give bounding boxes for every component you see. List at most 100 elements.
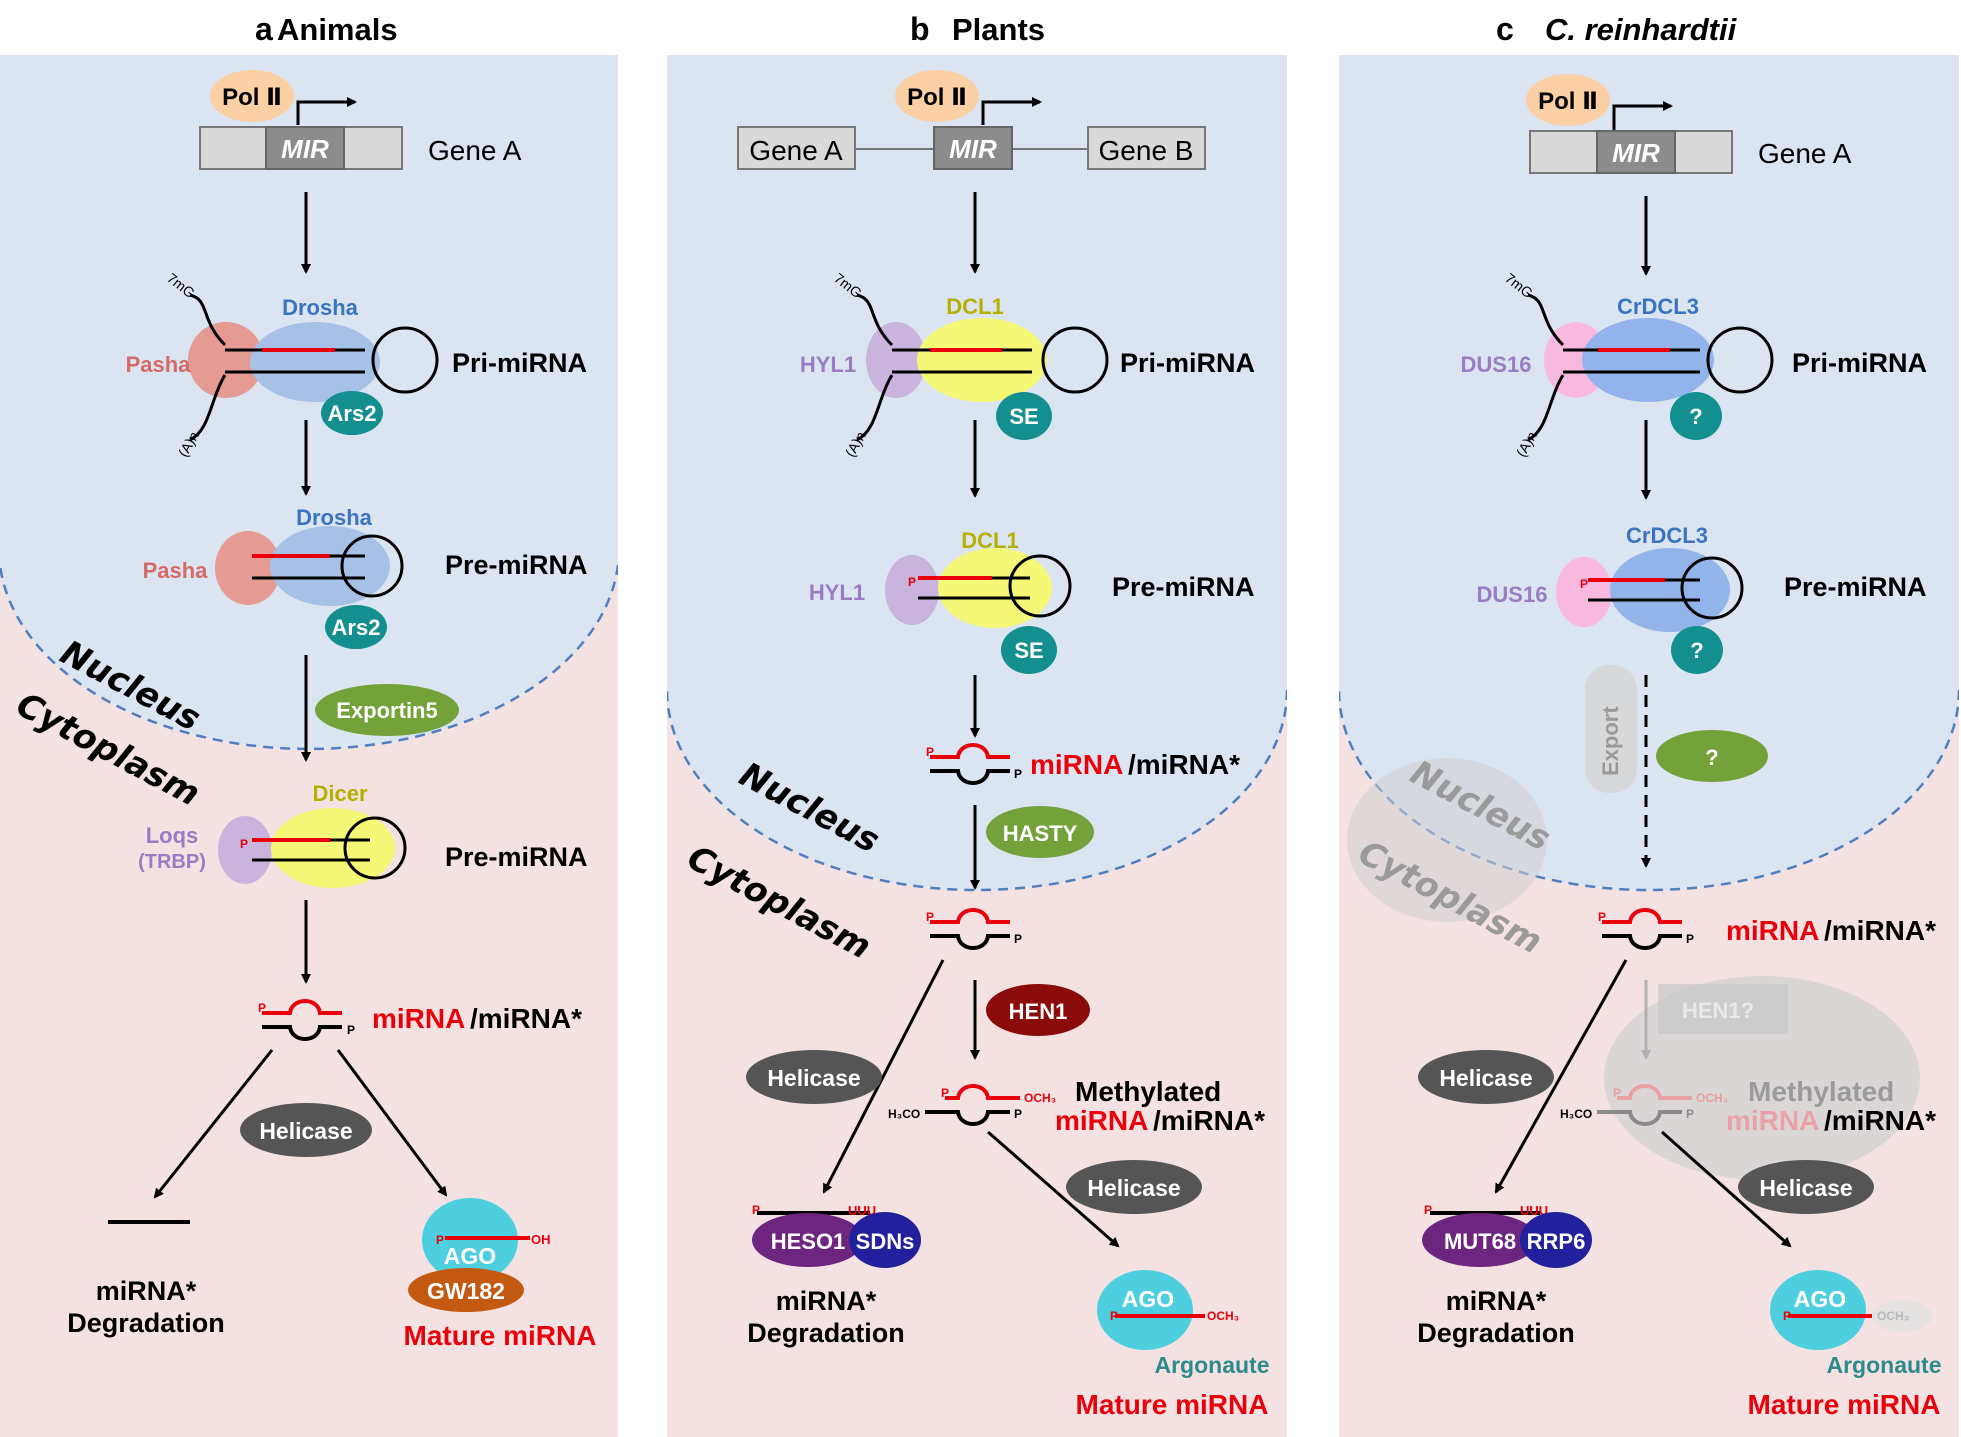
methylated-duplex: OCH₃ H₃CO P P Methylated miRNA /miRNA* — [1560, 1076, 1936, 1136]
phosphate-label: P — [1110, 1309, 1118, 1323]
argonaute-label: Argonaute — [1155, 1352, 1270, 1378]
phosphate-label: P — [1783, 1309, 1791, 1323]
ago-complex: P OH AGO GW182 Mature miRNA — [404, 1198, 597, 1351]
hasty-label: HASTY — [1003, 821, 1078, 846]
phosphate-label: P — [752, 1203, 760, 1217]
gene-b-box — [1087, 126, 1206, 170]
methylated-mirna-label: miRNA — [1055, 1105, 1148, 1136]
cyto-pre-mirna-label: Pre-miRNA — [445, 842, 588, 872]
helicase-left-label: Helicase — [1439, 1065, 1532, 1091]
panel-title: C. reinhardtii — [1545, 12, 1738, 47]
gene-a-label: Gene A — [428, 135, 522, 166]
arrow-to-degradation — [1494, 959, 1628, 1194]
methylated-label: Methylated — [1748, 1076, 1894, 1107]
pre-mirna-label: Pre-miRNA — [1784, 572, 1927, 602]
phosphate-label: P — [1613, 1086, 1621, 1100]
exportin5-ellipse — [315, 684, 459, 736]
cyto-duplex: P P — [926, 908, 1022, 950]
nuclear-duplex: P P miRNA /miRNA* — [926, 743, 1240, 785]
se-label: SE — [1014, 638, 1043, 663]
pri-mirna-label: Pri-miRNA — [452, 348, 587, 378]
mir-box — [1596, 130, 1676, 174]
heso1-complex: P UUU HESO1 SDNs miRNA* Degradation — [747, 1203, 921, 1348]
panel-letter: a — [255, 11, 273, 47]
pre-mirna-complex: P SE DCL1 HYL1 Pre-miRNA — [809, 528, 1255, 674]
exportin5-label: Exportin5 — [336, 698, 437, 723]
ago-label: AGO — [444, 1243, 496, 1269]
unknown-cofactor-label: ? — [1690, 638, 1703, 663]
nuclear-membrane — [667, 689, 1287, 892]
h3co-label: H₃CO — [888, 1107, 920, 1121]
phosphate-label: P — [1686, 932, 1694, 946]
mir-box — [933, 126, 1013, 170]
phosphate-label: P — [1424, 1203, 1432, 1217]
h3co-label: H₃CO — [1560, 1107, 1592, 1121]
methylated-mirna-label: miRNA — [1726, 1105, 1819, 1136]
methylated-star-label: /miRNA* — [1153, 1105, 1265, 1136]
duplex-star-label: /miRNA* — [1824, 915, 1936, 946]
phosphate-label: P — [1598, 910, 1606, 924]
methylated-duplex: OCH₃ H₃CO P P Methylated miRNA /miRNA* — [888, 1076, 1265, 1136]
dus16-label: DUS16 — [1461, 352, 1532, 377]
phosphate-label: P — [1686, 1107, 1694, 1121]
hen1-label: HEN1 — [1009, 999, 1068, 1024]
uuu-label: UUU — [848, 1203, 876, 1218]
phosphate-label: P — [436, 1233, 444, 1247]
drosha-ellipse — [250, 322, 380, 402]
rna-loop — [371, 326, 439, 394]
rrp6-label: RRP6 — [1527, 1229, 1586, 1254]
dcl1-label: DCL1 — [946, 294, 1003, 319]
pol-ii-label: Pol Ⅱ — [222, 84, 282, 111]
mature-mirna-label: Mature miRNA — [1748, 1389, 1941, 1420]
cyto-duplex: P P miRNA /miRNA* — [1598, 908, 1936, 950]
ars2-ellipse — [321, 391, 383, 435]
duplex-star-label: /miRNA* — [470, 1003, 582, 1034]
helicase-label: Helicase — [259, 1118, 352, 1144]
argonaute-label: Argonaute — [1827, 1352, 1942, 1378]
duplex-star-label: /miRNA* — [1128, 749, 1240, 780]
duplex-mirna-label: miRNA — [1030, 749, 1123, 780]
ago-label: AGO — [1794, 1286, 1846, 1312]
helicase-right-label: Helicase — [1087, 1175, 1180, 1201]
pre-mirna-complex: P ? CrDCL3 DUS16 Pre-miRNA — [1477, 523, 1927, 674]
pasha-ellipse — [188, 322, 264, 398]
degradation-line1: miRNA* — [776, 1286, 877, 1316]
phosphate-label: P — [1014, 1107, 1022, 1121]
faded-compartment-blob — [1347, 758, 1547, 922]
panel-letter: b — [910, 11, 930, 47]
arrow-to-degradation — [153, 1049, 274, 1199]
pol-ii-ellipse — [210, 70, 294, 122]
dicer-label: Dicer — [312, 781, 367, 806]
panel-c-reinhardtii: c C. reinhardtii Pol Ⅱ MIR Gene A ? CrDC… — [1339, 11, 1959, 1437]
gene-a-box — [737, 126, 856, 170]
methylated-label: Methylated — [1075, 1076, 1221, 1107]
mature-mirna-label: Mature miRNA — [1076, 1389, 1269, 1420]
phosphate-label: P — [941, 1086, 949, 1100]
ars2-label: Ars2 — [328, 401, 377, 426]
phosphate-label: P — [258, 1001, 266, 1015]
pri-mirna-label: Pri-miRNA — [1120, 348, 1255, 378]
nucleus-region — [0, 55, 618, 749]
panel-animals: a Animals Pol Ⅱ MIR Gene A Ars2 Drosha P… — [0, 11, 618, 1437]
rna-5prime — [189, 293, 227, 347]
mir-label: MIR — [1612, 138, 1660, 168]
arrow-to-ago — [987, 1130, 1120, 1248]
pre-mirna-label: Pre-miRNA — [445, 550, 588, 580]
mir-box — [265, 126, 345, 170]
nucleus-region — [1339, 55, 1959, 890]
mirna-duplex: P P miRNA /miRNA* — [258, 999, 582, 1041]
trbp-label: (TRBP) — [138, 851, 206, 873]
pasha-label: Pasha — [143, 558, 209, 583]
nucleus-region — [667, 55, 1287, 890]
transcription-start-arrow — [981, 97, 1042, 125]
duplex-mirna-label: miRNA — [372, 1003, 465, 1034]
gene-b-label: Gene B — [1099, 135, 1194, 166]
rna-3prime — [189, 374, 227, 442]
duplex-mirna-label: miRNA — [1726, 915, 1819, 946]
phosphate-label: P — [1580, 577, 1588, 591]
mature-mirna-label: Mature miRNA — [404, 1320, 597, 1351]
degradation-line2: Degradation — [1417, 1318, 1575, 1348]
export-label: Export — [1598, 706, 1623, 776]
export-channel — [1585, 665, 1637, 793]
